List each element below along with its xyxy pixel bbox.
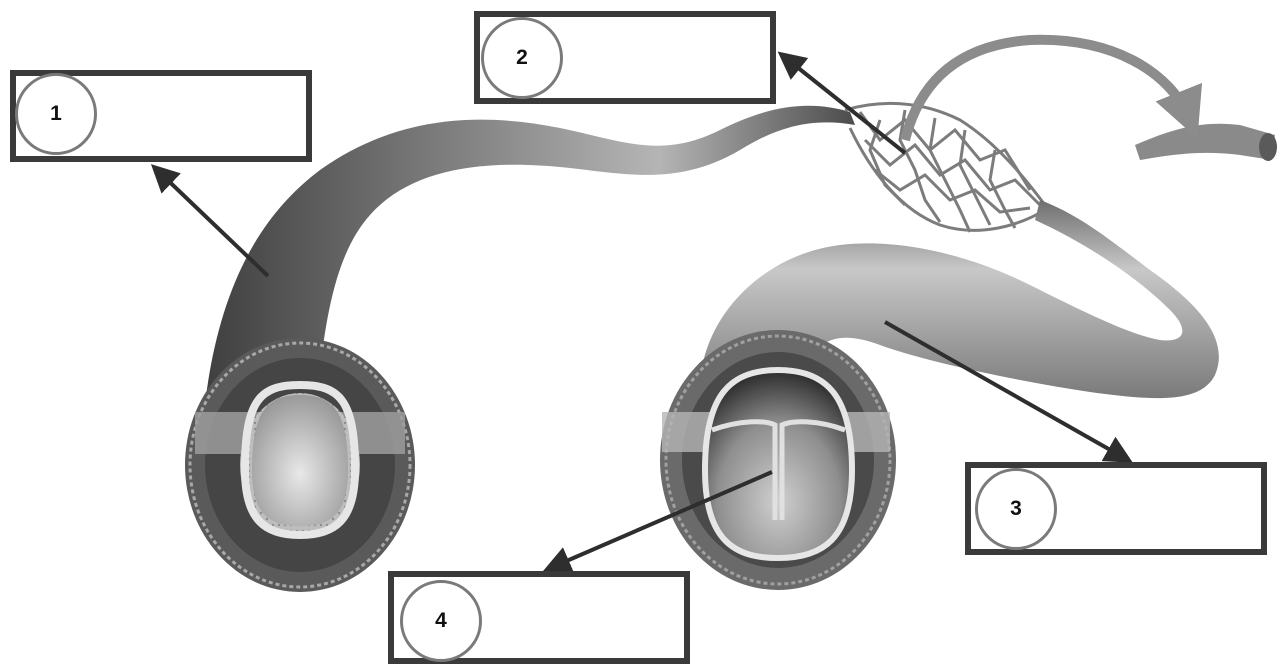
- label-number-2: 2: [481, 17, 563, 99]
- label-number-1: 1: [15, 73, 97, 155]
- flow-arrow: [905, 40, 1190, 140]
- distal-vessel: [1135, 124, 1277, 161]
- capillary-network: [845, 103, 1045, 232]
- leader-arrow-1: [155, 168, 268, 276]
- label-number-3: 3: [975, 468, 1057, 550]
- label-number-4: 4: [400, 580, 482, 662]
